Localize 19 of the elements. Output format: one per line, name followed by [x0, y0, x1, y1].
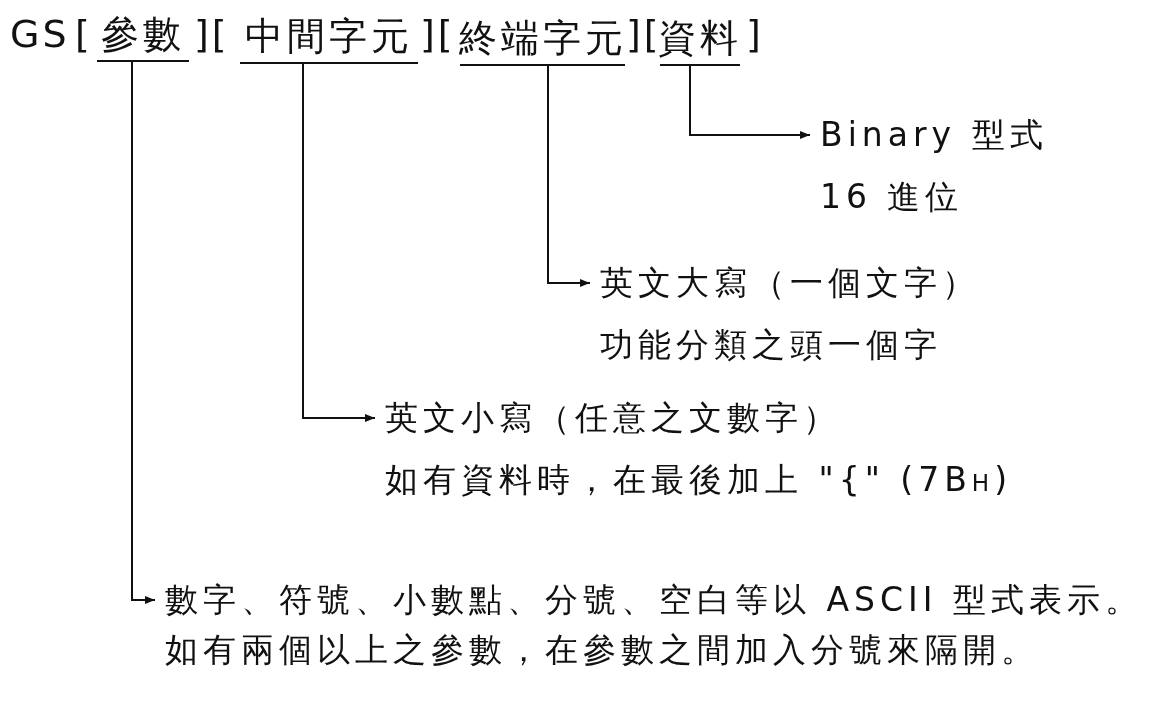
connector-arrow: [131, 61, 156, 604]
description-text: Binary 型式: [820, 114, 1048, 156]
bracket: ][: [194, 11, 230, 58]
field-name: 資料: [658, 15, 742, 62]
bracket: ]: [746, 11, 764, 58]
field-name: 終端字元: [458, 15, 627, 62]
connector-arrow: [302, 63, 376, 422]
description-text: 英文大寫（一個文字）: [600, 262, 980, 304]
description-text: 英文小寫（任意之文數字）: [385, 397, 842, 439]
connector-arrow: [689, 65, 811, 139]
bracket: ][: [420, 11, 456, 58]
field-name: 中間字元: [245, 13, 413, 60]
bracket: [: [75, 11, 93, 58]
description-text: 功能分類之頭一個字: [600, 324, 943, 366]
connector-arrow: [547, 65, 591, 287]
command-code: GS: [10, 11, 70, 58]
field-name: 參數: [101, 11, 185, 58]
description-text: 16 進位: [820, 176, 965, 218]
description-text: 數字、符號、小數點、分號、空白等以 ASCII 型式表示。如有兩個以上之參數，在參數之間加入分號來隔開。: [165, 579, 1144, 671]
